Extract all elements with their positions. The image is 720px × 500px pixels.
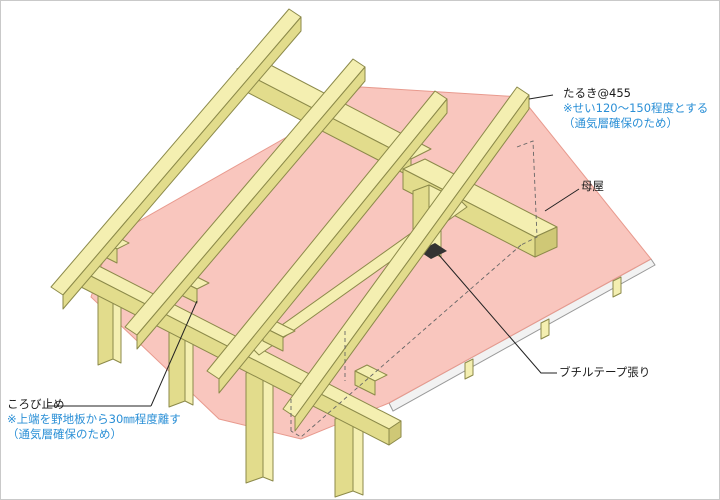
roll-stop-label: ころび止め ※上端を野地板から30㎜程度離す （通気層確保のため） [7,397,181,442]
rafter-2 [124,58,366,350]
butyl-tape-patch [419,243,447,259]
rafter-title: たるき@455 [563,86,631,100]
rafter-note-height: ※せい120～150程度とする [563,101,709,115]
posts [97,276,364,498]
rafter-label: たるき@455 ※せい120～150程度とする （通気層確保のため） [563,86,708,131]
rafters [50,8,530,432]
rafter-leader-line [528,94,554,100]
edge-support-blocks [464,276,622,380]
rafter-1 [50,8,302,310]
butyl-tape-leader-line [438,254,557,374]
roll-stop-title: ころび止め [7,397,65,411]
purlin-leader-line [544,188,580,212]
rafter-4 [282,86,530,432]
hidden-outlines [290,140,538,438]
roll-stop-leader-diagonal [150,300,198,407]
butyl-tape-title: ブチルテープ張り [559,365,651,379]
rafter-3 [206,90,448,394]
purlin-title: 母屋 [581,179,604,193]
roll-stop-note-clearance: ※上端を野地板から30㎜程度離す [7,412,181,426]
purlin-label: 母屋 [581,179,604,194]
butyl-tape-label: ブチルテープ張り [559,365,650,380]
rafter-note-ventilation: （通気層確保のため） [563,116,678,130]
roll-stop-note-ventilation: （通気層確保のため） [7,427,122,441]
